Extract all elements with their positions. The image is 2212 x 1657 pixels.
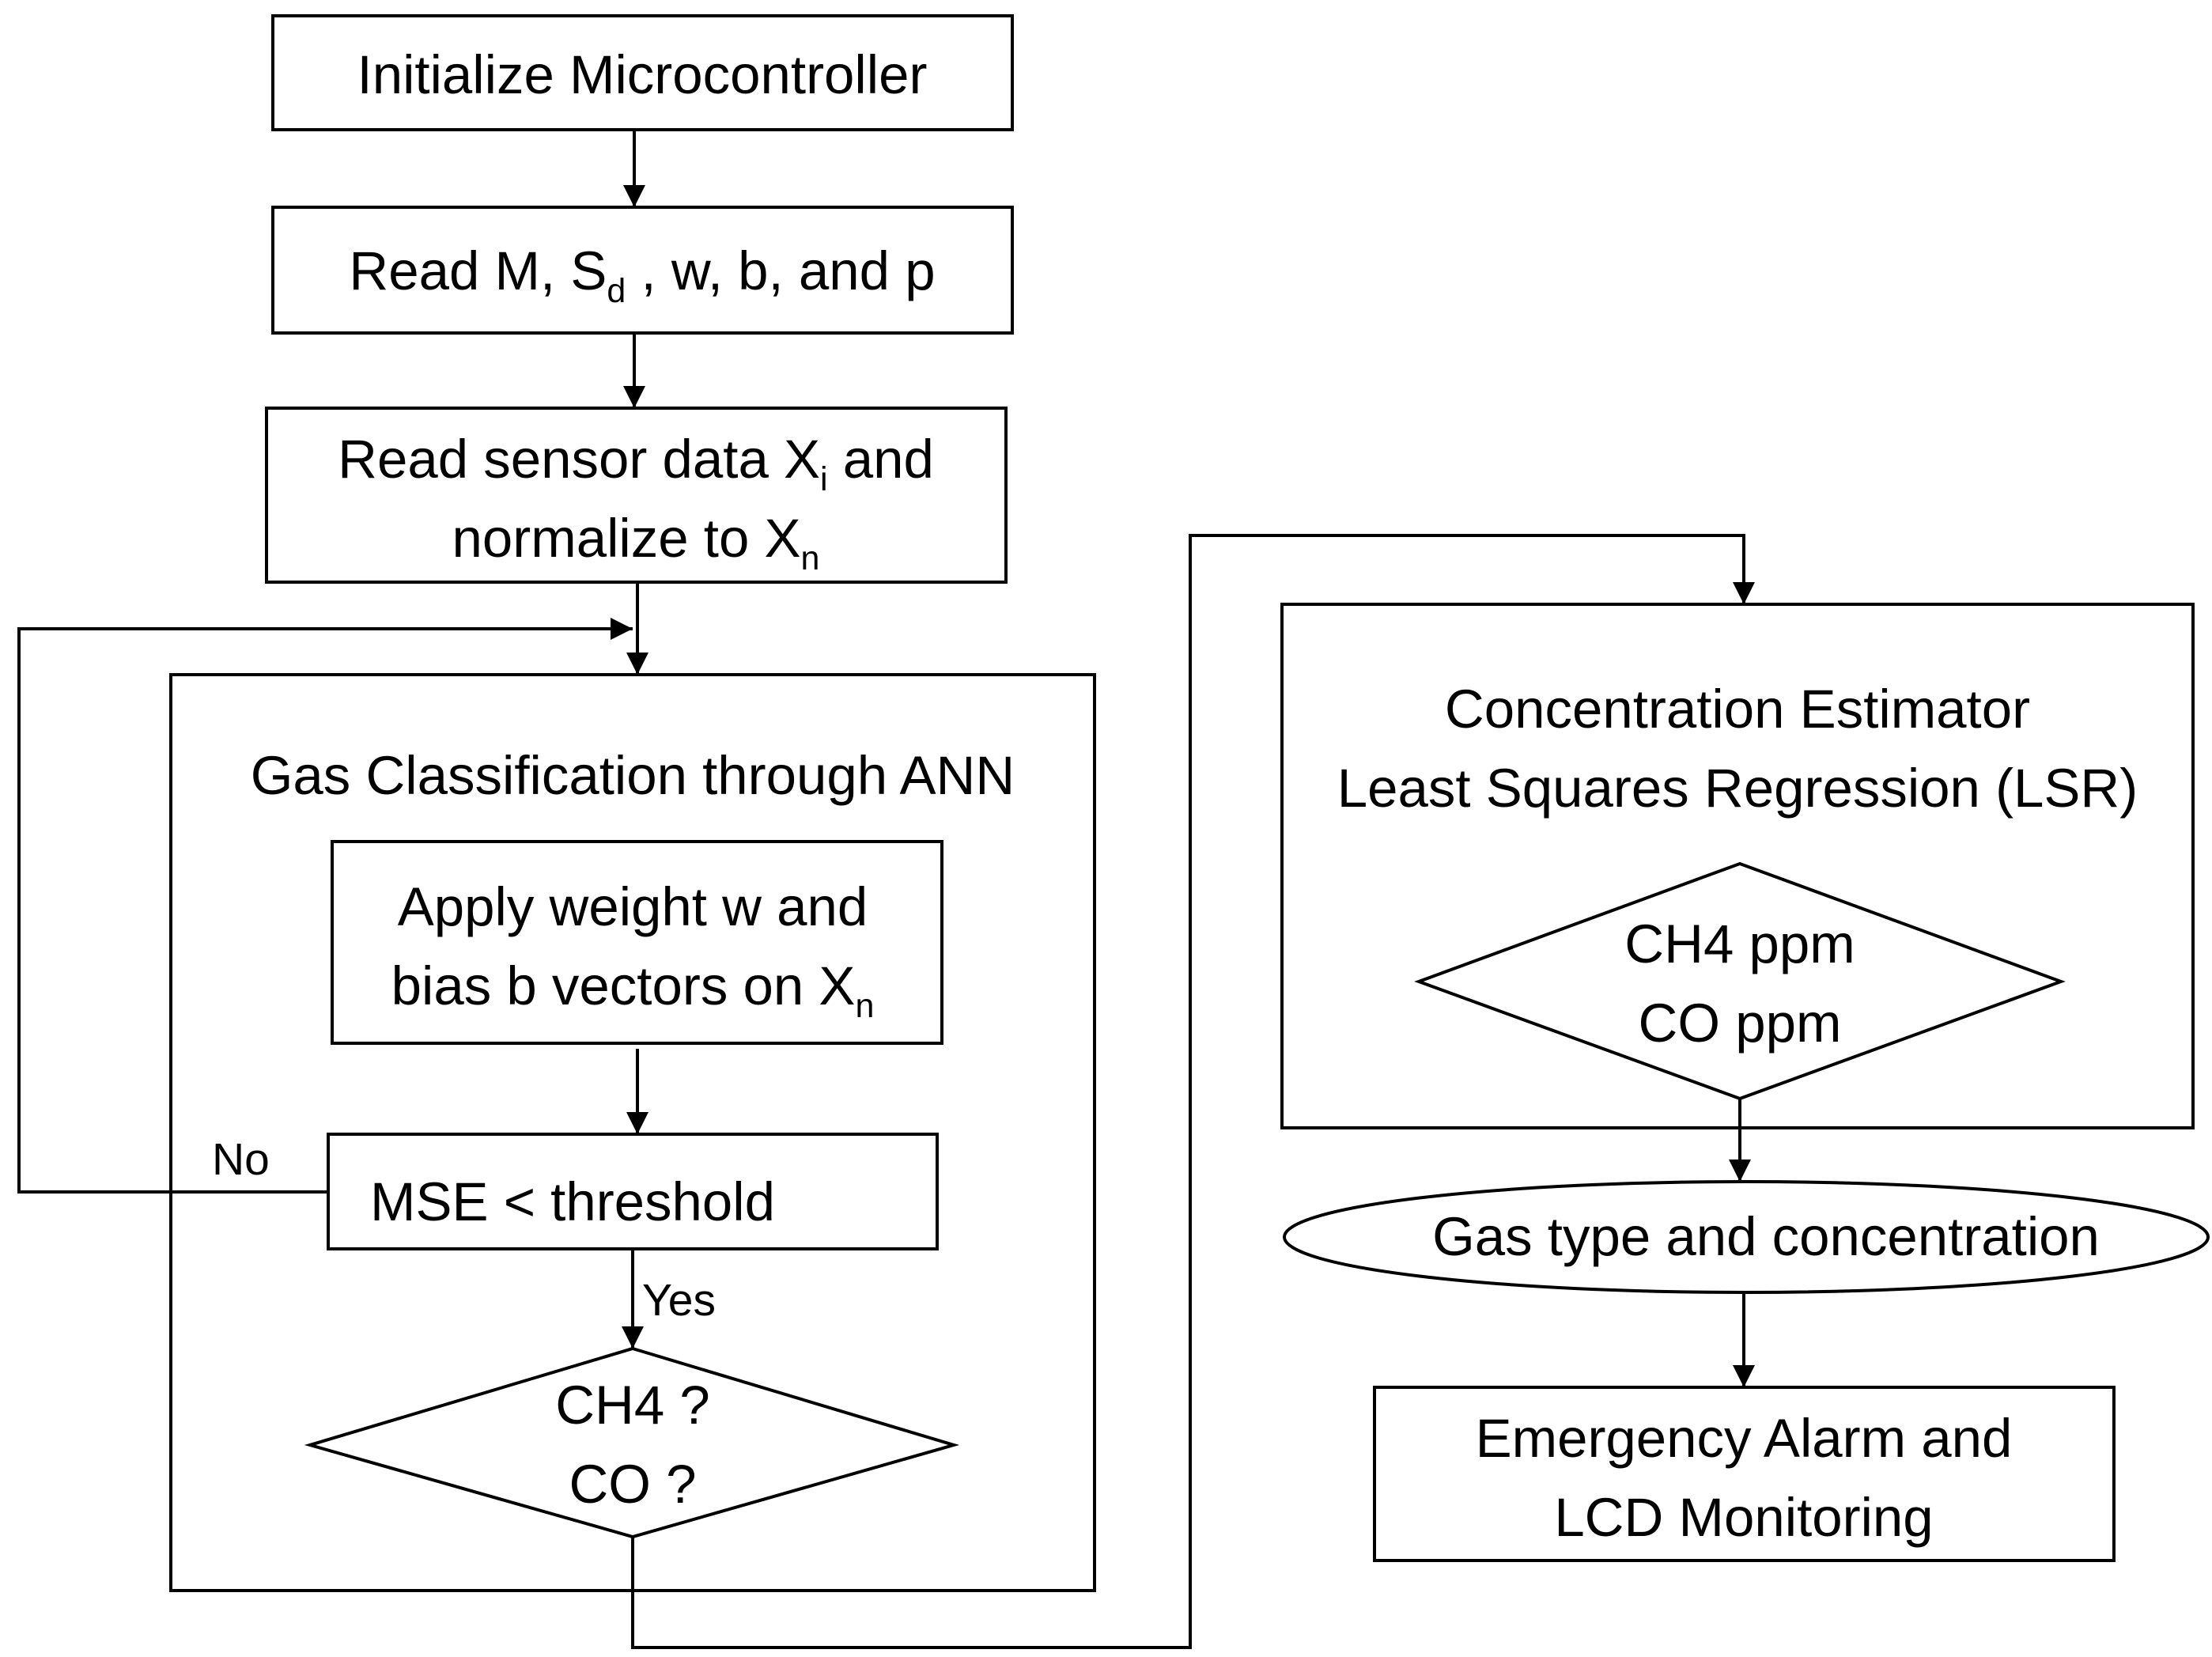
apply-weight-node: Apply weight w and bias b vectors on Xn: [331, 840, 943, 1045]
edge-label-yes: Yes: [642, 1275, 716, 1326]
ppm-decision-line1: CH4 ppm: [1624, 914, 1855, 974]
ppm-decision-line2: CO ppm: [1639, 993, 1842, 1054]
mse-node: MSE < threshold: [327, 1133, 939, 1250]
init-label: Initialize Microcontroller: [357, 44, 928, 105]
estimator-title-line1: Concentration Estimator: [1445, 679, 2030, 740]
gas-decision-line1: CH4 ?: [555, 1375, 710, 1436]
read-params-node: Read M, Sd , w, b, and p: [271, 206, 1014, 335]
read-sensor-line2: normalize to Xn: [452, 508, 820, 577]
alarm-line1: Emergency Alarm and: [1476, 1408, 2013, 1469]
read-params-label: Read M, Sd , w, b, and p: [349, 240, 935, 310]
estimator-title-line2: Least Squares Regression (LSR): [1337, 758, 2138, 819]
ppm-decision-node: CH4 ppm CO ppm: [1414, 861, 2066, 1101]
init-node: Initialize Microcontroller: [271, 14, 1014, 131]
read-sensor-node: Read sensor data Xi and normalize to Xn: [265, 407, 1008, 584]
output-label: Gas type and concentration: [1432, 1206, 2100, 1267]
arrow-ann-to-estimator: [631, 534, 1755, 1649]
apply-weight-line1: Apply weight w and: [398, 876, 868, 937]
alarm-line2: LCD Monitoring: [1554, 1487, 1933, 1548]
output-node: Gas type and concentration: [1283, 1180, 2210, 1294]
alarm-node: Emergency Alarm and LCD Monitoring: [1373, 1386, 2116, 1562]
arrow-mse-no-loop: [17, 618, 633, 1194]
gas-decision-line2: CO ?: [569, 1454, 696, 1515]
read-sensor-line1: Read sensor data Xi and: [338, 429, 934, 498]
edge-label-no: No: [212, 1134, 270, 1185]
mse-label: MSE < threshold: [370, 1171, 775, 1232]
ann-group-title: Gas Classification through ANN: [251, 745, 1015, 806]
apply-weight-line2: bias b vectors on Xn: [391, 955, 875, 1025]
